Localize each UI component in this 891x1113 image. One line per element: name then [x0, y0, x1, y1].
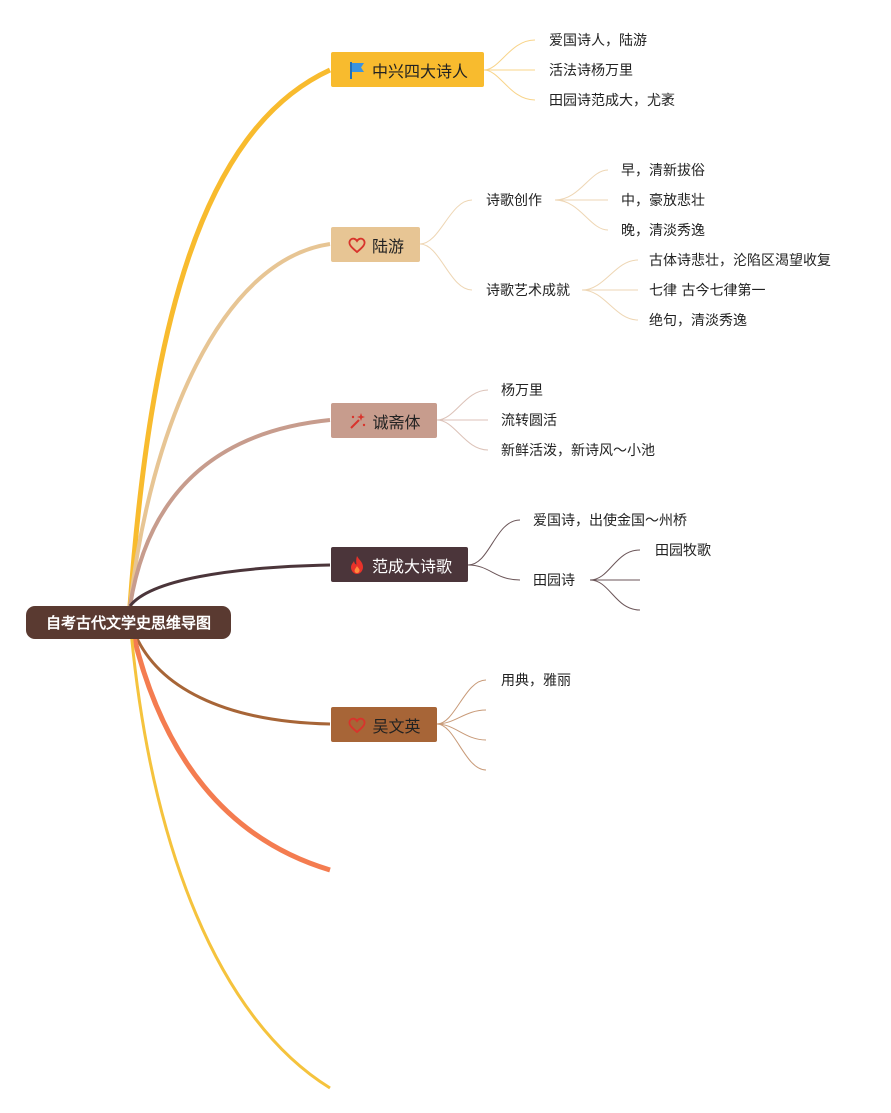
topic-branch-1[interactable]: 中兴四大诗人 [331, 52, 484, 87]
branch-line-3 [128, 418, 331, 607]
branch-line-4 [128, 563, 331, 607]
subtopic-2-2[interactable]: 诗歌艺术成就 [486, 283, 570, 299]
subtopic-1-2[interactable]: 活法诗杨万里 [549, 63, 633, 79]
topic-branch-2[interactable]: 陆游 [331, 227, 420, 262]
heart-icon [348, 237, 366, 253]
subtopic-2-1-1[interactable]: 早，清新拔俗 [621, 163, 705, 179]
subtopic-1-1[interactable]: 爱国诗人，陆游 [549, 33, 647, 49]
topic-label: 诚斋体 [372, 412, 421, 432]
topic-branch-4[interactable]: 范成大诗歌 [331, 547, 468, 582]
subtopic-4-2[interactable]: 田园诗 [533, 573, 575, 589]
root-topic-label: 自考古代文学史思维导图 [45, 614, 211, 632]
topic-label: 中兴四大诗人 [371, 61, 468, 81]
magic-wand-icon [350, 412, 366, 429]
subtopic-4-2-1[interactable]: 田园牧歌 [655, 543, 711, 559]
topic-label: 范成大诗歌 [371, 556, 452, 576]
subtopic-2-1-3[interactable]: 晚，清淡秀逸 [621, 223, 705, 239]
subtopic-3-2[interactable]: 流转圆活 [501, 413, 557, 429]
subtopic-5-1[interactable]: 用典，雅丽 [501, 673, 571, 689]
root-topic[interactable]: 自考古代文学史思维导图 [26, 606, 231, 639]
subtopic-2-1-2[interactable]: 中，豪放悲壮 [621, 193, 705, 209]
branch-line-2 [128, 242, 331, 607]
subtopic-2-2-2[interactable]: 七律 古今七律第一 [649, 283, 766, 299]
topic-label: 陆游 [371, 236, 404, 256]
subtopic-1-3[interactable]: 田园诗范成大，尤袤 [549, 93, 675, 109]
fire-icon [350, 555, 363, 574]
subtopic-4-1[interactable]: 爱国诗，出使金国～州桥 [533, 513, 687, 529]
topic-branch-3[interactable]: 诚斋体 [331, 403, 437, 438]
heart-icon [348, 717, 366, 733]
subtopic-3-3[interactable]: 新鲜活泼，新诗风～小池 [501, 443, 655, 459]
subtopic-3-1[interactable]: 杨万里 [501, 383, 543, 399]
branch-line-1 [127, 67, 332, 607]
branch-line-7 [128, 619, 331, 1090]
topic-branch-5[interactable]: 吴文英 [331, 707, 437, 742]
subtopic-2-2-1[interactable]: 古体诗悲壮，沦陷区渴望收复 [649, 253, 831, 269]
topic-label: 吴文英 [372, 716, 421, 736]
flag-icon [349, 61, 364, 79]
branch-line-5 [128, 619, 331, 726]
branch-line-6 [127, 619, 331, 873]
subtopic-2-1[interactable]: 诗歌创作 [486, 193, 542, 209]
subtopic-2-2-3[interactable]: 绝句，清淡秀逸 [649, 313, 747, 329]
